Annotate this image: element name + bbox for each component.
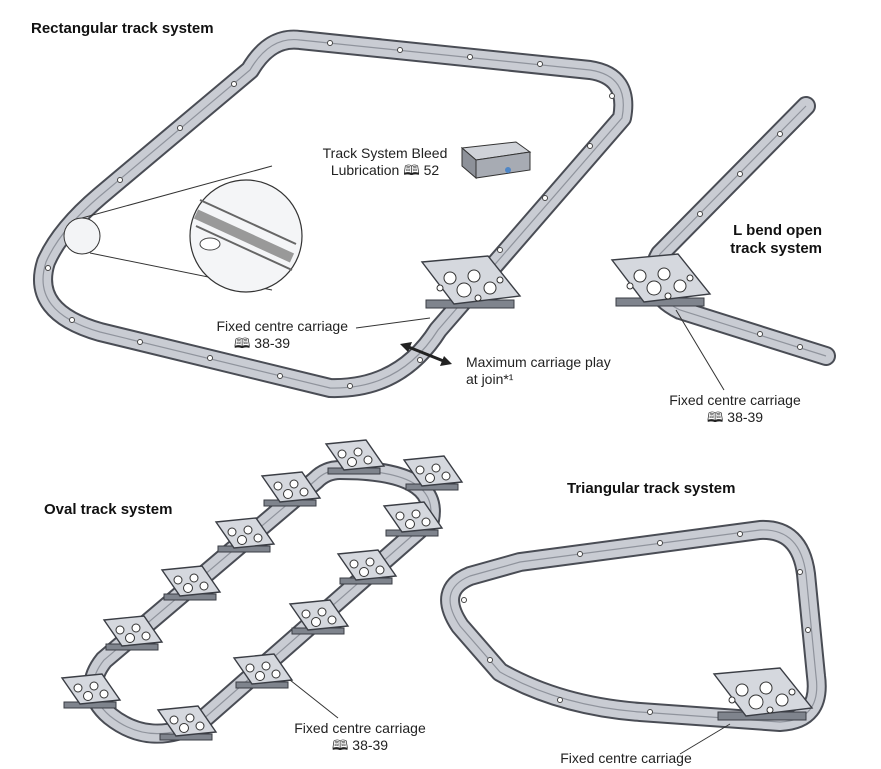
- lbend-carriage-label-line2: 🕮 38-39: [706, 409, 764, 425]
- lubrication-part-icon: [460, 141, 532, 180]
- rectangular-title: Rectangular track system: [31, 20, 214, 37]
- oval-title: Oval track system: [44, 501, 173, 518]
- oval-track: [61, 439, 463, 744]
- detail-callout-circle: [63, 217, 101, 255]
- carriage-play-label-line2: at join*¹: [466, 371, 514, 387]
- lbend-track: [611, 96, 836, 391]
- detail-magnified-view: [189, 179, 303, 293]
- tri-carriage-label-line1: Fixed centre carriage: [560, 750, 692, 766]
- carriage-play-arrow: [400, 342, 452, 366]
- triangular-title: Triangular track system: [567, 480, 736, 497]
- rect-carriage-label-line1: Fixed centre carriage: [216, 318, 348, 334]
- lbend-title-line1: L bend open: [733, 222, 822, 239]
- oval-carriage-label-line1: Fixed centre carriage: [294, 720, 426, 736]
- oval-carriage-label-line2: 🕮 38-39: [331, 737, 389, 753]
- rect-carriage-label-line2: 🕮 38-39: [233, 335, 291, 351]
- lubrication-label-line1: Track System Bleed: [322, 145, 448, 161]
- lbend-carriage-label-line1: Fixed centre carriage: [669, 392, 801, 408]
- lubrication-label-line2: Lubrication 🕮 52: [330, 162, 440, 178]
- lbend-title-line2: track system: [730, 240, 822, 257]
- carriage-play-label-line1: Maximum carriage play: [466, 354, 611, 370]
- rectangular-track: [33, 29, 634, 399]
- triangular-track: [440, 519, 827, 755]
